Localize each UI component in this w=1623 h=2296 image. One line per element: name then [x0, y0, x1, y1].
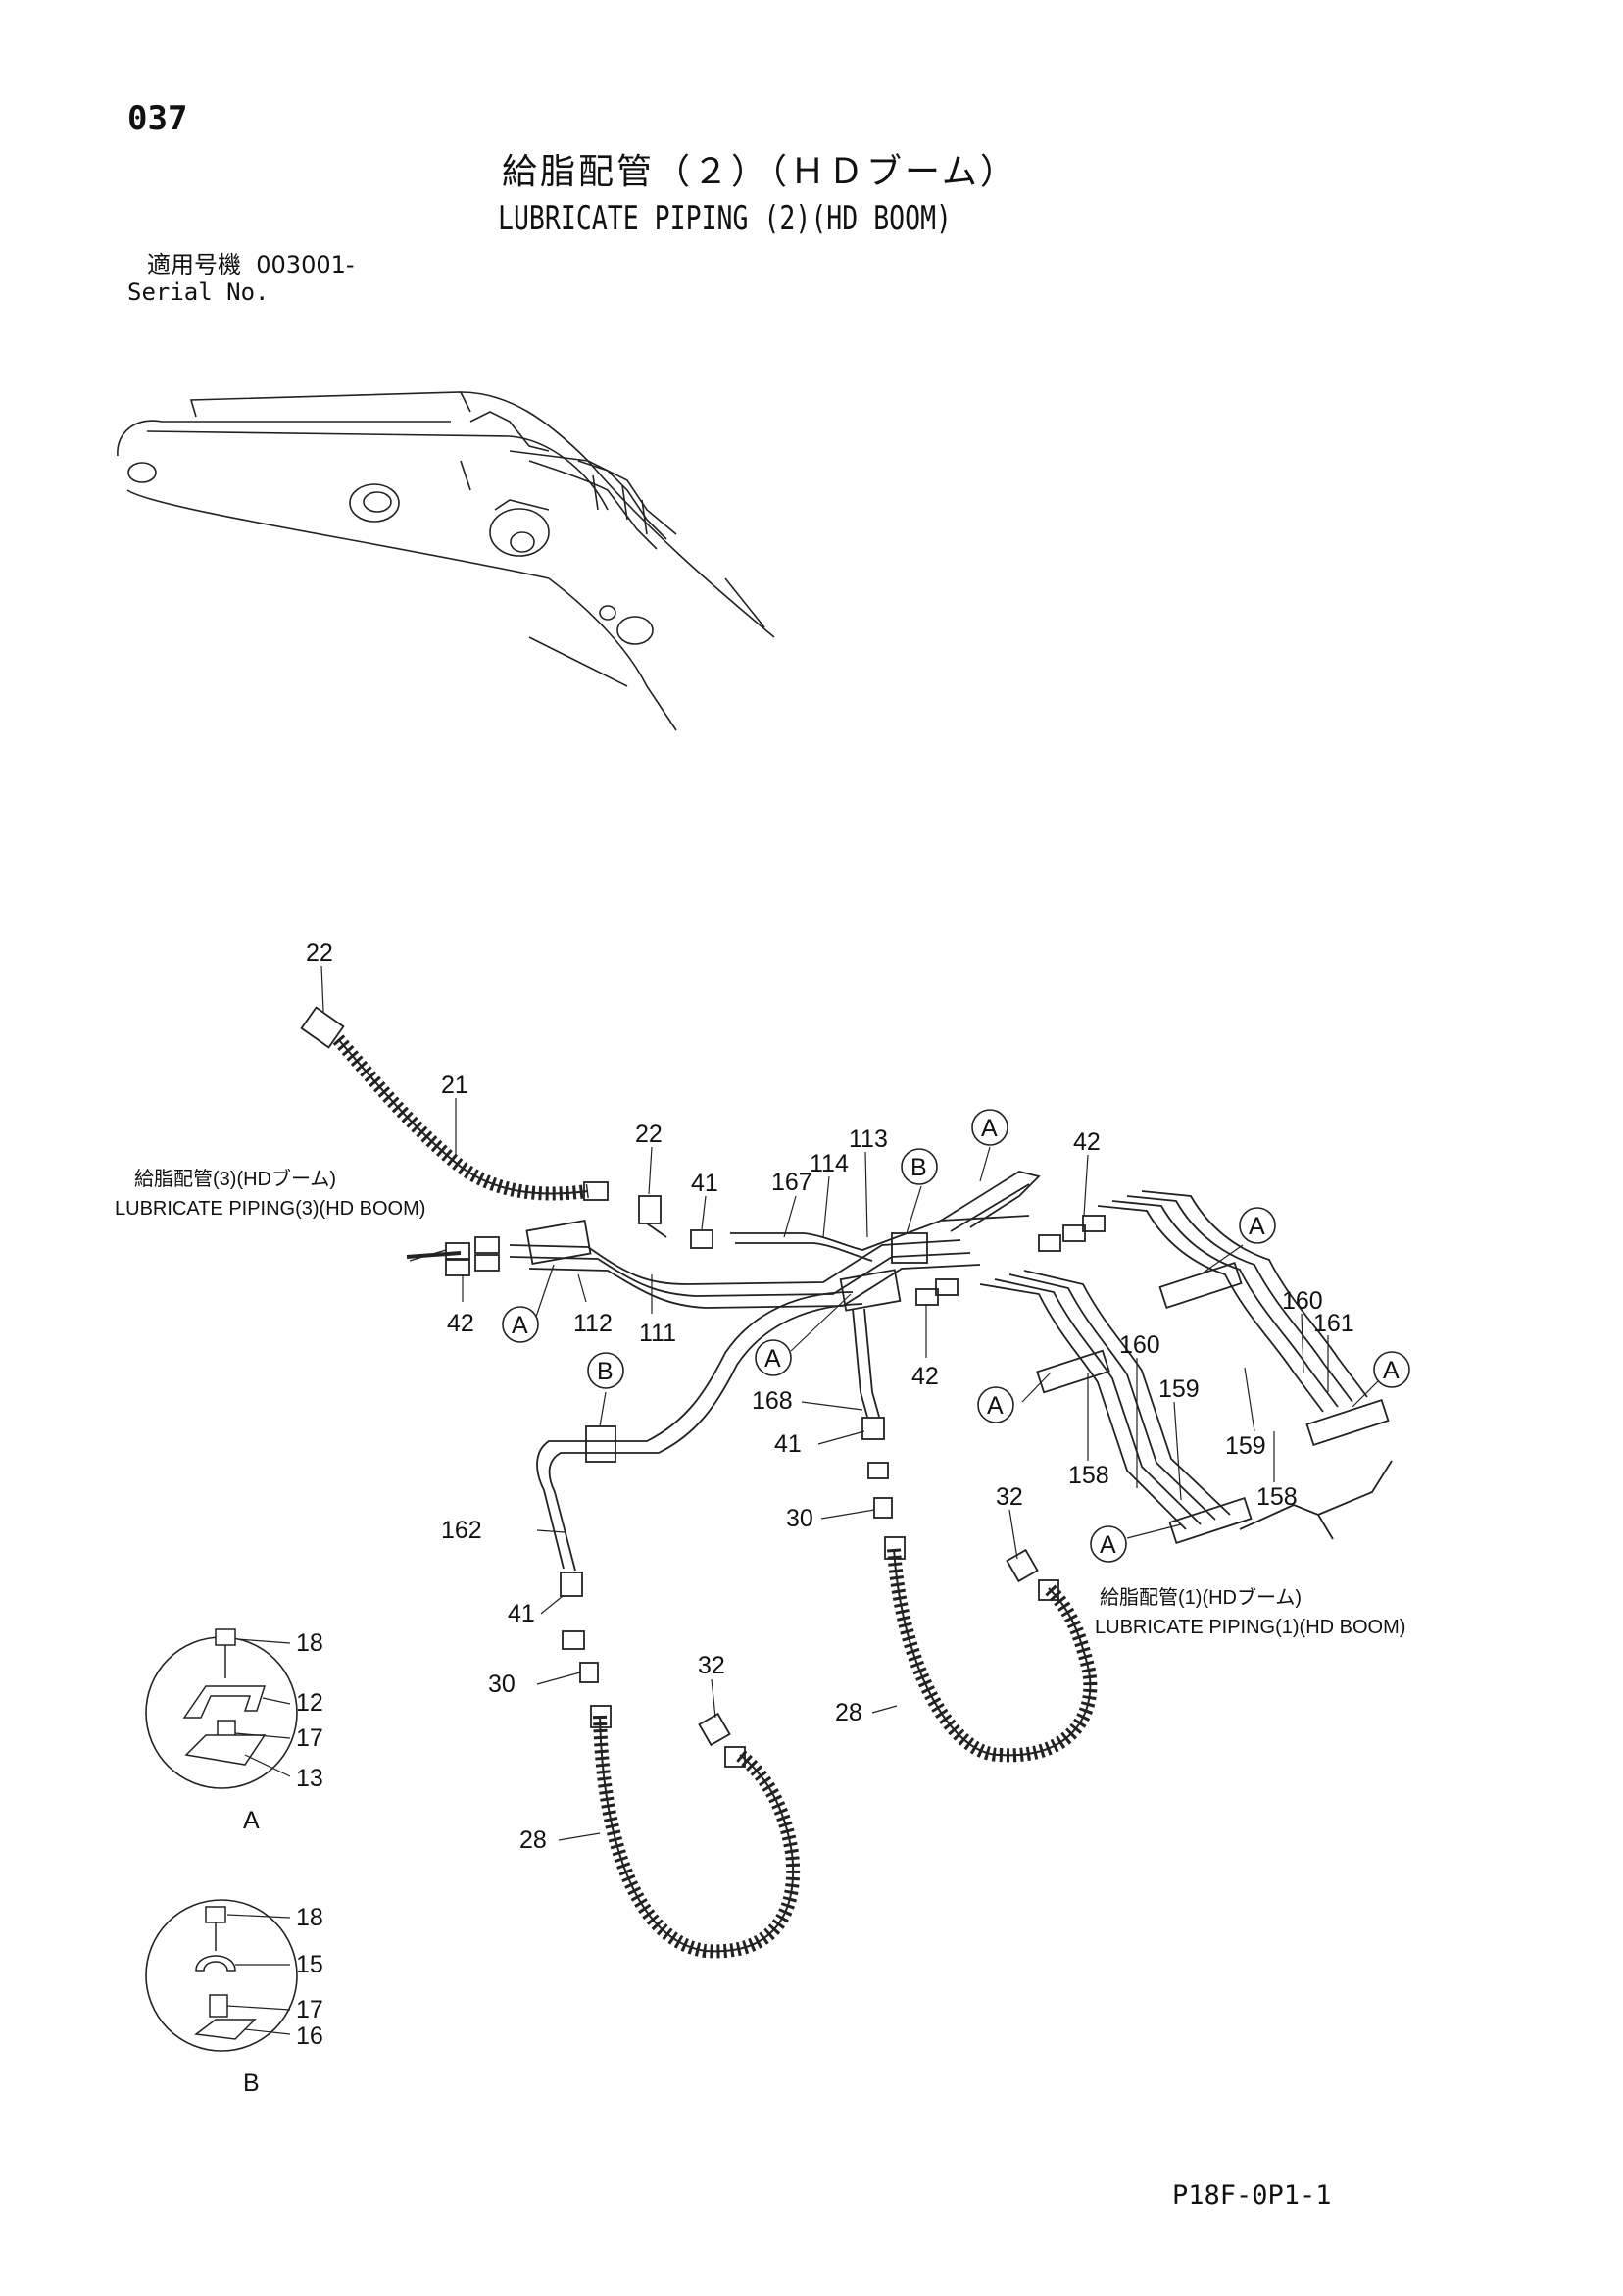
callout-159: 159: [1158, 1375, 1200, 1403]
callout-42: 42: [447, 1310, 474, 1337]
page-title-japanese: 給脂配管（２）（ＨＤブーム）: [502, 152, 1018, 192]
svg-text:B: B: [910, 1154, 927, 1181]
callout-42: 42: [911, 1363, 939, 1390]
callout-168: 168: [752, 1387, 793, 1415]
callout-28: 28: [519, 1826, 547, 1854]
callout-32: 32: [996, 1483, 1023, 1511]
serial-number-label-english: Serial No.: [127, 278, 270, 306]
callout-112: 112: [573, 1310, 613, 1337]
callout-41: 41: [774, 1430, 802, 1458]
callout-32: 32: [698, 1652, 725, 1679]
callout-161: 161: [1313, 1310, 1354, 1337]
callout-158: 158: [1068, 1462, 1109, 1489]
callout-30: 30: [488, 1671, 516, 1698]
marker-a: A: [1239, 1207, 1276, 1244]
callout-22: 22: [635, 1121, 663, 1148]
marker-a: A: [1373, 1351, 1410, 1388]
serial-label-jp: 適用号機: [147, 251, 241, 278]
marker-a: A: [502, 1306, 539, 1343]
callout-18: 18: [296, 1629, 323, 1657]
callout-162: 162: [441, 1517, 482, 1544]
callout-22: 22: [306, 939, 333, 967]
page-title-english: LUBRICATE PIPING (2)(HD BOOM): [498, 199, 953, 238]
svg-text:A: A: [1249, 1213, 1265, 1240]
svg-text:A: A: [981, 1115, 998, 1142]
main-piping-assembly: [300, 1006, 1393, 1959]
callout-167: 167: [771, 1169, 812, 1196]
marker-a: A: [977, 1386, 1014, 1423]
detail-view-a: 18 12 17 13 A: [145, 1628, 323, 1834]
callout-leader-lines: [320, 965, 1380, 1841]
callout-15: 15: [296, 1951, 323, 1978]
serial-number-label-japanese: 適用号機 003001-: [147, 253, 355, 276]
svg-text:A: A: [764, 1345, 781, 1373]
svg-text:B: B: [597, 1358, 614, 1385]
marker-a: A: [1090, 1525, 1127, 1563]
reference-piping-3-en: LUBRICATE PIPING(3)(HD BOOM): [115, 1198, 425, 1220]
reference-piping-3-jp: 給脂配管(3)(HDブーム): [134, 1167, 336, 1190]
callout-111: 111: [639, 1320, 676, 1347]
reference-piping-1-en: LUBRICATE PIPING(1)(HD BOOM): [1095, 1617, 1405, 1638]
detail-label-b: B: [243, 2070, 260, 2097]
detail-view-b: 18 15 17 16 B: [145, 1899, 323, 2097]
callout-21: 21: [441, 1072, 468, 1099]
callout-16: 16: [296, 2022, 323, 2050]
page-number: 037: [127, 99, 188, 138]
callout-158: 158: [1256, 1483, 1298, 1511]
callout-41: 41: [691, 1170, 718, 1197]
detail-label-a: A: [243, 1807, 260, 1834]
callout-41: 41: [508, 1600, 535, 1627]
callout-160: 160: [1119, 1331, 1160, 1359]
reference-piping-1-jp: 給脂配管(1)(HDブーム): [1100, 1585, 1302, 1609]
callout-42: 42: [1073, 1128, 1101, 1156]
callout-159: 159: [1225, 1432, 1266, 1460]
serial-value: 003001-: [256, 251, 355, 278]
svg-text:A: A: [1383, 1357, 1400, 1384]
callout-18: 18: [296, 1904, 323, 1931]
callout-113: 113: [849, 1125, 888, 1153]
callout-114: 114: [810, 1150, 849, 1177]
callout-12: 12: [296, 1689, 323, 1717]
svg-text:A: A: [512, 1312, 528, 1339]
marker-a: A: [755, 1339, 792, 1376]
svg-text:A: A: [1100, 1531, 1116, 1559]
marker-a: A: [971, 1109, 1008, 1146]
callout-160: 160: [1282, 1287, 1323, 1315]
view-markers: A A A A A A A B B: [502, 1109, 1410, 1563]
callout-28: 28: [835, 1699, 862, 1726]
part-callout-numbers: 22 21 22 41 167 114 113 42 42 112 111 42…: [306, 939, 1354, 1854]
callout-13: 13: [296, 1765, 323, 1792]
svg-text:A: A: [987, 1392, 1004, 1420]
marker-b: B: [901, 1148, 938, 1185]
document-code: P18F-0P1-1: [1172, 2180, 1332, 2211]
boom-overview-illustration: [117, 391, 775, 731]
callout-17: 17: [296, 1724, 323, 1752]
cross-references: 給脂配管(3)(HDブーム) LUBRICATE PIPING(3)(HD BO…: [115, 1167, 1405, 1638]
callout-30: 30: [786, 1505, 813, 1532]
marker-b: B: [587, 1352, 624, 1389]
callout-17: 17: [296, 1996, 323, 2023]
